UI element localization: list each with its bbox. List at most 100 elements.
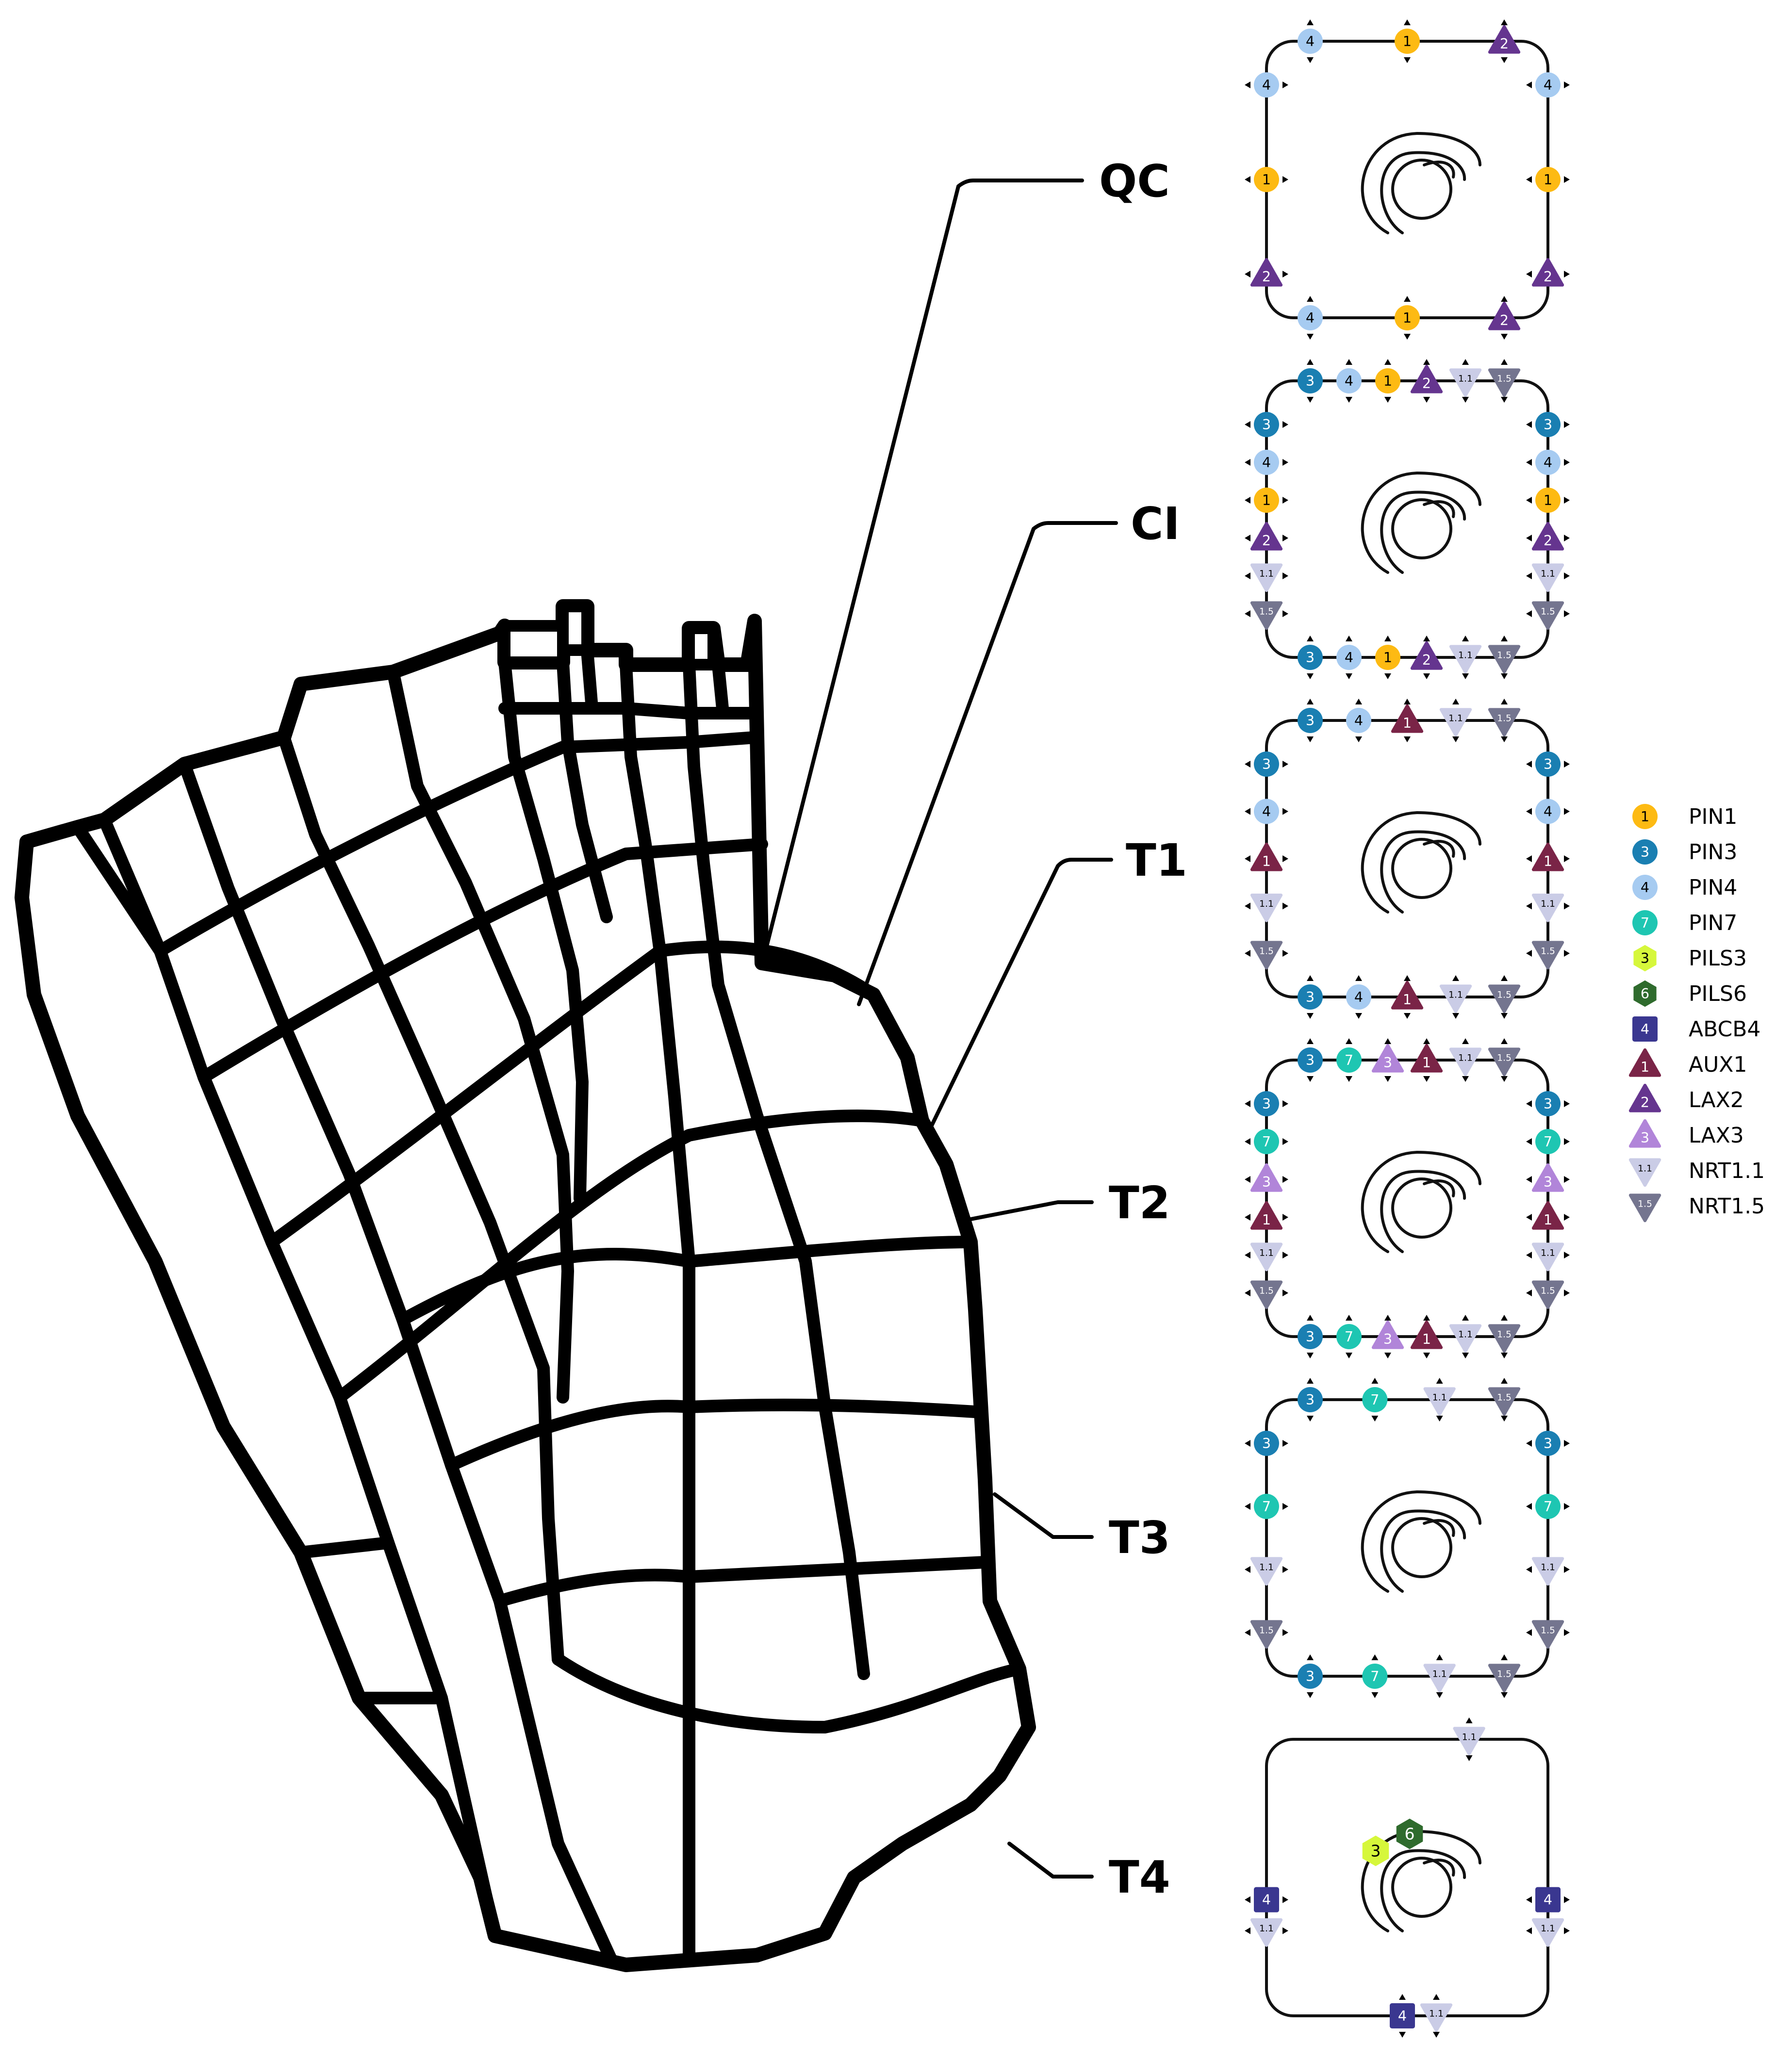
legend-symbol-nrt1-5: 1.5 (1628, 1193, 1661, 1223)
transport-direction-arrows (1526, 1290, 1570, 1296)
legend-symbol-pils3: 3 (1633, 945, 1657, 972)
lax2-marker-shape (1531, 522, 1564, 551)
transporter-lax3-left: 3 (1250, 1163, 1283, 1192)
lax2-marker-label: 2 (1262, 268, 1271, 285)
pin3-marker-label: 3 (1306, 1391, 1315, 1408)
nrt1-5-marker-shape (1488, 645, 1521, 674)
er-inner-icon (1380, 830, 1466, 914)
pin1-marker-label: 1 (1544, 492, 1552, 508)
transport-direction-arrows (1526, 1214, 1570, 1221)
transporter-lax3-right: 3 (1531, 1163, 1564, 1192)
lax3-marker-shape (1628, 1119, 1661, 1148)
leader-line-ci (857, 521, 1118, 1006)
pin7-marker-shape (1535, 1494, 1561, 1519)
transporter-nrt1-5-left: 1.5 (1250, 601, 1283, 630)
lax2-marker-label: 2 (1422, 375, 1431, 392)
transport-direction-arrows (1245, 421, 1288, 428)
pin3-marker-label: 3 (1306, 373, 1315, 389)
legend-symbol-pin7: 7 (1632, 910, 1658, 935)
transporter-nrt1-5-left: 1.5 (1250, 1620, 1283, 1649)
transporter-pin4-bottom: 4 (1298, 305, 1323, 330)
transporter-pin1-left: 1 (1254, 488, 1279, 513)
nrt1-1-marker-shape (1531, 893, 1564, 922)
nrt1-5-marker-label: 1.5 (1259, 607, 1274, 617)
er-inner-icon (1380, 1849, 1466, 1932)
transport-direction-arrows (1245, 1440, 1288, 1447)
transporter-nrt1-1-left: 1.1 (1250, 1557, 1283, 1586)
pin4-marker-label: 4 (1306, 33, 1315, 49)
transport-direction-arrows (1245, 1214, 1288, 1221)
transporter-nrt1-5-right: 1.5 (1531, 1620, 1564, 1649)
zone-labels: QC CI T1 T2 T3 T4 (1099, 155, 1187, 1903)
nrt1-1-marker-shape (1250, 1242, 1283, 1272)
pin1-marker-shape (1632, 804, 1658, 829)
aux1-marker-shape (1628, 1048, 1661, 1077)
pin1-marker-shape (1395, 305, 1420, 330)
lax2-marker-label: 2 (1641, 1094, 1649, 1111)
legend-symbol-abcb4: 4 (1632, 1016, 1658, 1042)
root-tip-illustration (15, 599, 1036, 1972)
pin1-marker-shape (1254, 167, 1279, 192)
nrt1-5-marker-label: 1.5 (1259, 1286, 1274, 1296)
er-outer-icon (1361, 811, 1481, 914)
pin3-marker-label: 3 (1544, 1435, 1552, 1452)
transport-direction-arrows (1526, 950, 1570, 957)
transport-direction-arrows (1501, 975, 1508, 1019)
transporter-pin1-bottom: 1 (1375, 645, 1400, 670)
nrt1-1-marker-shape (1439, 984, 1472, 1013)
er-inner-icon (1380, 1170, 1466, 1253)
transport-direction-arrows (1526, 421, 1570, 428)
transport-direction-arrows (1346, 359, 1352, 403)
pin4-marker-label: 4 (1306, 310, 1315, 326)
transport-direction-arrows (1526, 1440, 1570, 1447)
transporter-pin4-right: 4 (1535, 72, 1561, 98)
lax2-marker-label: 2 (1500, 35, 1509, 52)
lax3-marker-shape (1371, 1044, 1404, 1073)
aux1-marker-shape (1410, 1044, 1443, 1073)
nrt1-5-marker-label: 1.5 (1541, 1626, 1555, 1636)
legend-label-pin4: PIN4 (1689, 875, 1737, 900)
transport-direction-arrows (1526, 271, 1570, 278)
nrt1-1-marker-label: 1.1 (1448, 714, 1463, 724)
transport-direction-arrows (1307, 699, 1314, 742)
aux1-marker-label: 1 (1403, 991, 1412, 1008)
pin3-marker-shape (1298, 645, 1323, 670)
zone-label-t2: T2 (1109, 1177, 1170, 1229)
transporter-pin3-left: 3 (1254, 412, 1279, 437)
lax2-marker-label: 2 (1544, 268, 1552, 285)
pin3-marker-shape (1298, 1664, 1323, 1689)
transport-direction-arrows (1462, 1315, 1469, 1358)
transporter-nrt1-5-right: 1.5 (1531, 941, 1564, 970)
transport-direction-arrows (1501, 1038, 1508, 1082)
nrt1-1-marker-label: 1.1 (1458, 1053, 1473, 1063)
pin3-marker-label: 3 (1306, 1668, 1315, 1684)
transport-direction-arrows (1307, 1654, 1314, 1698)
transport-direction-arrows (1462, 359, 1469, 403)
lax2-marker-shape (1410, 364, 1443, 393)
pils6-marker-shape (1396, 1818, 1423, 1849)
pin7-marker-shape (1535, 1129, 1561, 1154)
nrt1-1-marker-label: 1.1 (1259, 569, 1274, 579)
transport-direction-arrows (1384, 636, 1391, 679)
pin4-marker-label: 4 (1544, 454, 1552, 471)
transporter-pin3-left: 3 (1254, 1091, 1279, 1116)
pin4-marker-shape (1254, 799, 1279, 824)
legend-symbol-lax2: 2 (1628, 1083, 1661, 1112)
pin4-marker-label: 4 (1544, 77, 1552, 93)
transport-direction-arrows (1245, 271, 1288, 278)
legend-symbol-nrt1-1: 1.1 (1628, 1158, 1661, 1187)
er-inner-icon (1380, 490, 1466, 574)
nrt1-5-marker-shape (1488, 1664, 1521, 1693)
transporter-pin3-top: 3 (1298, 1387, 1323, 1412)
transporter-pin3-bottom: 3 (1298, 1664, 1323, 1689)
cell-membrane (1265, 40, 1549, 319)
transporter-pin1-left: 1 (1254, 167, 1279, 192)
pin4-marker-shape (1346, 984, 1371, 1010)
transport-direction-arrows (1307, 1378, 1314, 1422)
transporter-aux1-top: 1 (1410, 1044, 1443, 1073)
nrt1-5-marker-label: 1.5 (1497, 714, 1512, 724)
transporter-aux1-right: 1 (1531, 842, 1564, 871)
